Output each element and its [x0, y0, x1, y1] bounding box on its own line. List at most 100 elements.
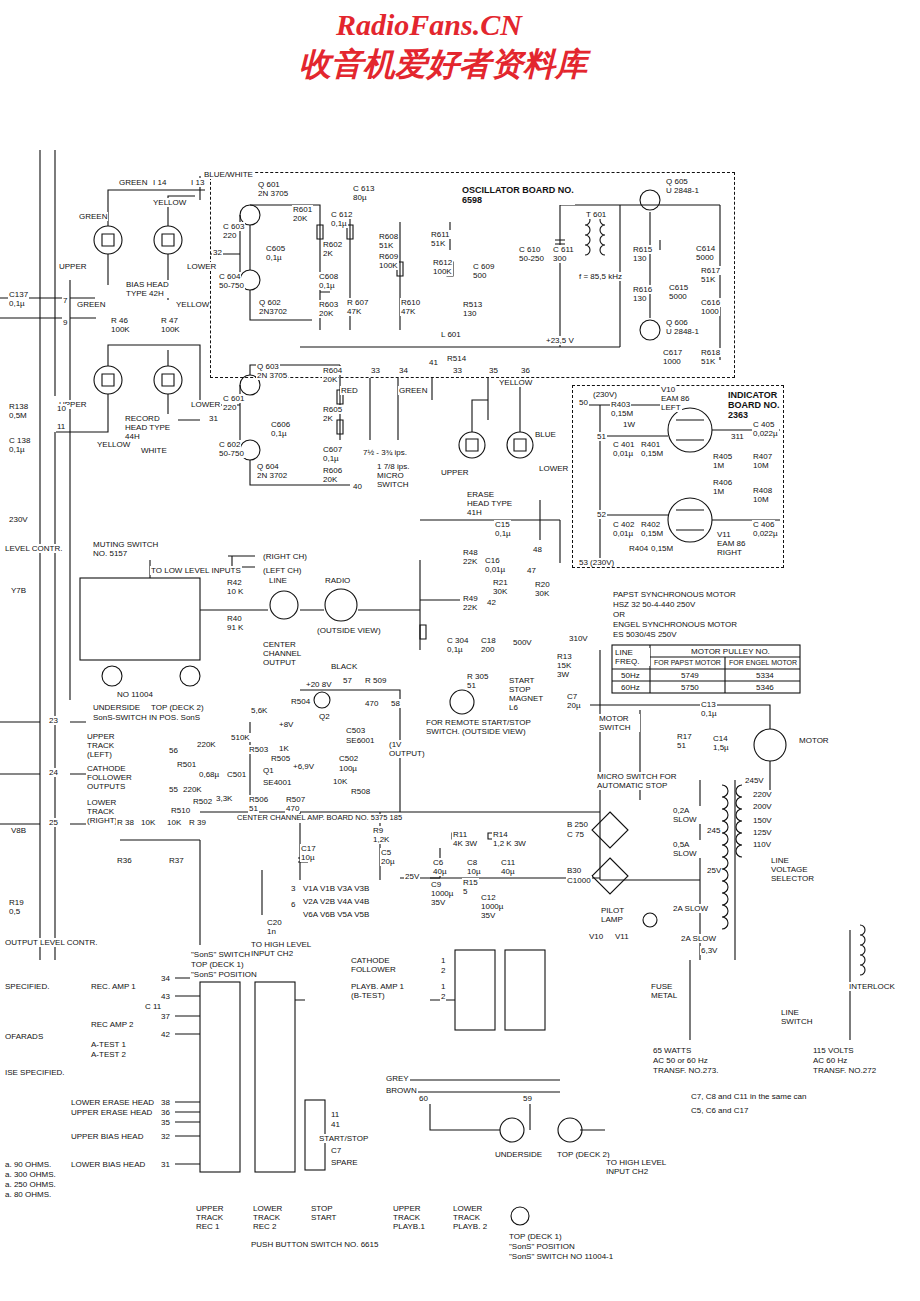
part-label: PILOT LAMP — [600, 906, 632, 924]
part-label: C5 — [380, 848, 392, 857]
part-label: 500V — [512, 638, 533, 647]
switch-block — [200, 982, 240, 1172]
part-label: V11 — [614, 932, 630, 941]
watermark: 收音机爱好者资料库 — [298, 46, 588, 83]
part-label: 31 — [160, 1160, 171, 1169]
part-label: a. 250 OHMS. — [4, 1180, 57, 1189]
part-label: 31 — [208, 414, 219, 423]
part-label: R11 — [452, 830, 468, 839]
part-label: C607 — [322, 445, 343, 454]
part-label: 2K — [322, 414, 334, 423]
part-label: C 401 — [612, 440, 635, 449]
part-label: (LEFT CH) — [262, 566, 303, 575]
part-label: GREEN — [398, 386, 428, 395]
part-label: 24 — [48, 768, 59, 777]
part-label: 220 — [222, 231, 237, 240]
part-label: 0,5 — [8, 907, 21, 916]
part-label: 2 — [440, 992, 446, 1001]
part-label: RIGHT — [716, 548, 743, 557]
part-label: C608 — [318, 272, 339, 281]
part-label: 100K — [110, 325, 131, 334]
part-label: 311 — [730, 432, 745, 441]
part-label: 0,01µ — [484, 565, 506, 574]
part-label: R408 — [752, 486, 773, 495]
part-label: R618 — [700, 348, 721, 357]
part-label: PAPST SYNCHRONOUS MOTOR — [612, 590, 737, 599]
part-label: R36 — [116, 856, 133, 865]
part-label: 310V — [568, 634, 589, 643]
part-label: C 604 — [218, 272, 241, 281]
part-label: 48 — [532, 545, 543, 554]
part-label: MOTOR PULLEY NO. — [690, 647, 771, 656]
part-label: Q 605 — [665, 177, 689, 186]
part-label: EAM 86 — [660, 394, 690, 403]
part-label: UPPER TRACK REC 1 — [195, 1204, 242, 1231]
part-label: FOR REMOTE START/STOP SWITCH. (OUTSIDE V… — [425, 718, 547, 736]
part-label: R404 — [628, 544, 649, 553]
part-label: R402 — [640, 520, 661, 529]
part-label: 91 K — [226, 623, 244, 632]
part-label: 34 — [398, 366, 409, 375]
part-label: C 406 — [752, 520, 775, 529]
part-label: Q2 — [318, 712, 331, 721]
part-label: SonS-SWITCH IN POS. SonS — [92, 713, 201, 722]
part-label: R608 — [378, 232, 399, 241]
part-label: 220K — [196, 740, 217, 749]
part-label: OUTPUT LEVEL CONTR. — [4, 938, 98, 947]
part-label: 57 — [342, 676, 353, 685]
part-label: R13 — [556, 652, 573, 661]
part-label: 1M — [712, 461, 725, 470]
part-label: 36 — [520, 366, 531, 375]
part-label: GREEN — [78, 212, 108, 221]
part-label: 5 — [462, 887, 468, 896]
part-label: LOWER ERASE HEAD — [70, 1098, 155, 1107]
part-label: 20K — [322, 475, 338, 484]
part-label: 41 — [428, 358, 439, 367]
part-label: 5750 — [680, 683, 700, 692]
capacitor-symbol — [298, 240, 565, 882]
part-label: SPECIFIED. — [4, 982, 50, 991]
part-label: A-TEST 1 — [90, 1040, 127, 1049]
part-label: 1,5µ — [712, 743, 730, 752]
part-label: 220V — [752, 790, 773, 799]
part-label: f = 85,5 kHz — [578, 272, 623, 281]
part-label: 53 (230V) — [578, 558, 615, 567]
part-label: 110V — [752, 840, 772, 849]
part-label: R602 — [322, 240, 343, 249]
part-label: 51K — [700, 275, 716, 284]
switch-wafer — [500, 1118, 524, 1142]
part-label: R502 — [192, 797, 213, 806]
part-label: C 138 — [8, 436, 31, 445]
part-label: R 607 — [346, 298, 369, 307]
part-label: 32 — [160, 1132, 171, 1141]
part-label: C503 — [345, 726, 366, 735]
part-label: WHITE — [140, 446, 168, 455]
part-label: R504 — [290, 697, 311, 706]
part-label: C7 — [330, 1146, 342, 1155]
part-label: R406 — [712, 478, 733, 487]
part-label: 2 — [440, 966, 446, 975]
transistor-symbol — [314, 692, 330, 708]
part-label: MICRO SWITCH FOR AUTOMATIC STOP — [596, 772, 698, 790]
part-label: a. 80 OHMS. — [4, 1190, 52, 1199]
part-label: R138 — [8, 402, 29, 411]
part-label: C 612 — [330, 210, 353, 219]
switch-block — [455, 950, 495, 1030]
part-label: 51K — [378, 241, 394, 250]
part-label: Q 602 — [258, 298, 282, 307]
part-label: R17 — [676, 732, 693, 741]
part-label: +6,9V — [292, 762, 315, 771]
part-label: 0,01µ — [612, 449, 634, 458]
part-label: C14 — [712, 734, 729, 743]
tube-electrodes — [676, 420, 704, 530]
part-label: 200V — [752, 802, 773, 811]
part-label: 34 — [160, 974, 171, 983]
connector-socket — [325, 589, 357, 621]
part-label: 10K — [332, 777, 348, 786]
part-label: 200 — [480, 645, 495, 654]
part-label: 0,1µ — [318, 281, 336, 290]
part-label: TOP (DECK 1) — [508, 1232, 563, 1241]
part-label: Q 604 — [256, 462, 280, 471]
part-label: LINE SWITCH — [780, 1008, 812, 1026]
resistor-symbol — [317, 225, 502, 839]
